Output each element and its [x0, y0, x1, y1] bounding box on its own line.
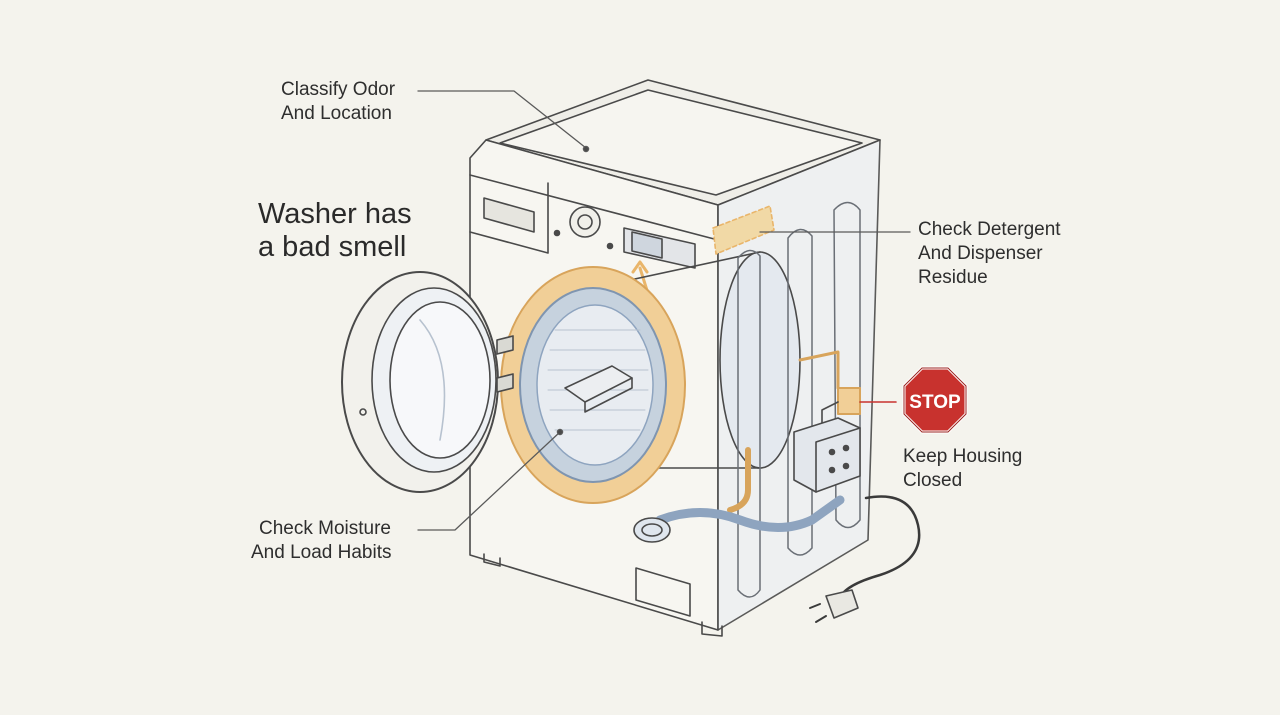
callout-housing-line-1: Keep Housing: [903, 446, 1023, 467]
title-line-1: Washer has: [258, 198, 412, 230]
callout-classify-line-1: Classify Odor: [281, 79, 396, 100]
page-title: Washer has a bad smell: [258, 198, 412, 264]
stop-sign-icon: [902, 366, 968, 434]
callout-housing-line-2: Closed: [903, 470, 963, 491]
callout-detergent-line-3: Residue: [918, 267, 988, 288]
callout-classify-odor: Classify Odor And Location: [281, 78, 395, 126]
callout-check-detergent: Check Detergent And Dispenser Residue: [918, 218, 1061, 290]
callout-detergent-line-1: Check Detergent: [918, 219, 1061, 240]
callout-classify-line-2: And Location: [281, 103, 392, 124]
title-line-2: a bad smell: [258, 231, 407, 263]
stop-sign-text: STOP: [909, 392, 961, 413]
power-plug-icon: [809, 589, 859, 623]
washing-machine-icon: [341, 79, 921, 637]
callout-keep-housing-closed: Keep Housing Closed: [903, 445, 1022, 493]
callout-moisture-line-2: And Load Habits: [251, 542, 392, 563]
callout-detergent-line-2: And Dispenser: [918, 243, 1043, 264]
callout-check-moisture: Check Moisture And Load Habits: [251, 517, 392, 565]
callout-moisture-line-1: Check Moisture: [259, 518, 391, 539]
